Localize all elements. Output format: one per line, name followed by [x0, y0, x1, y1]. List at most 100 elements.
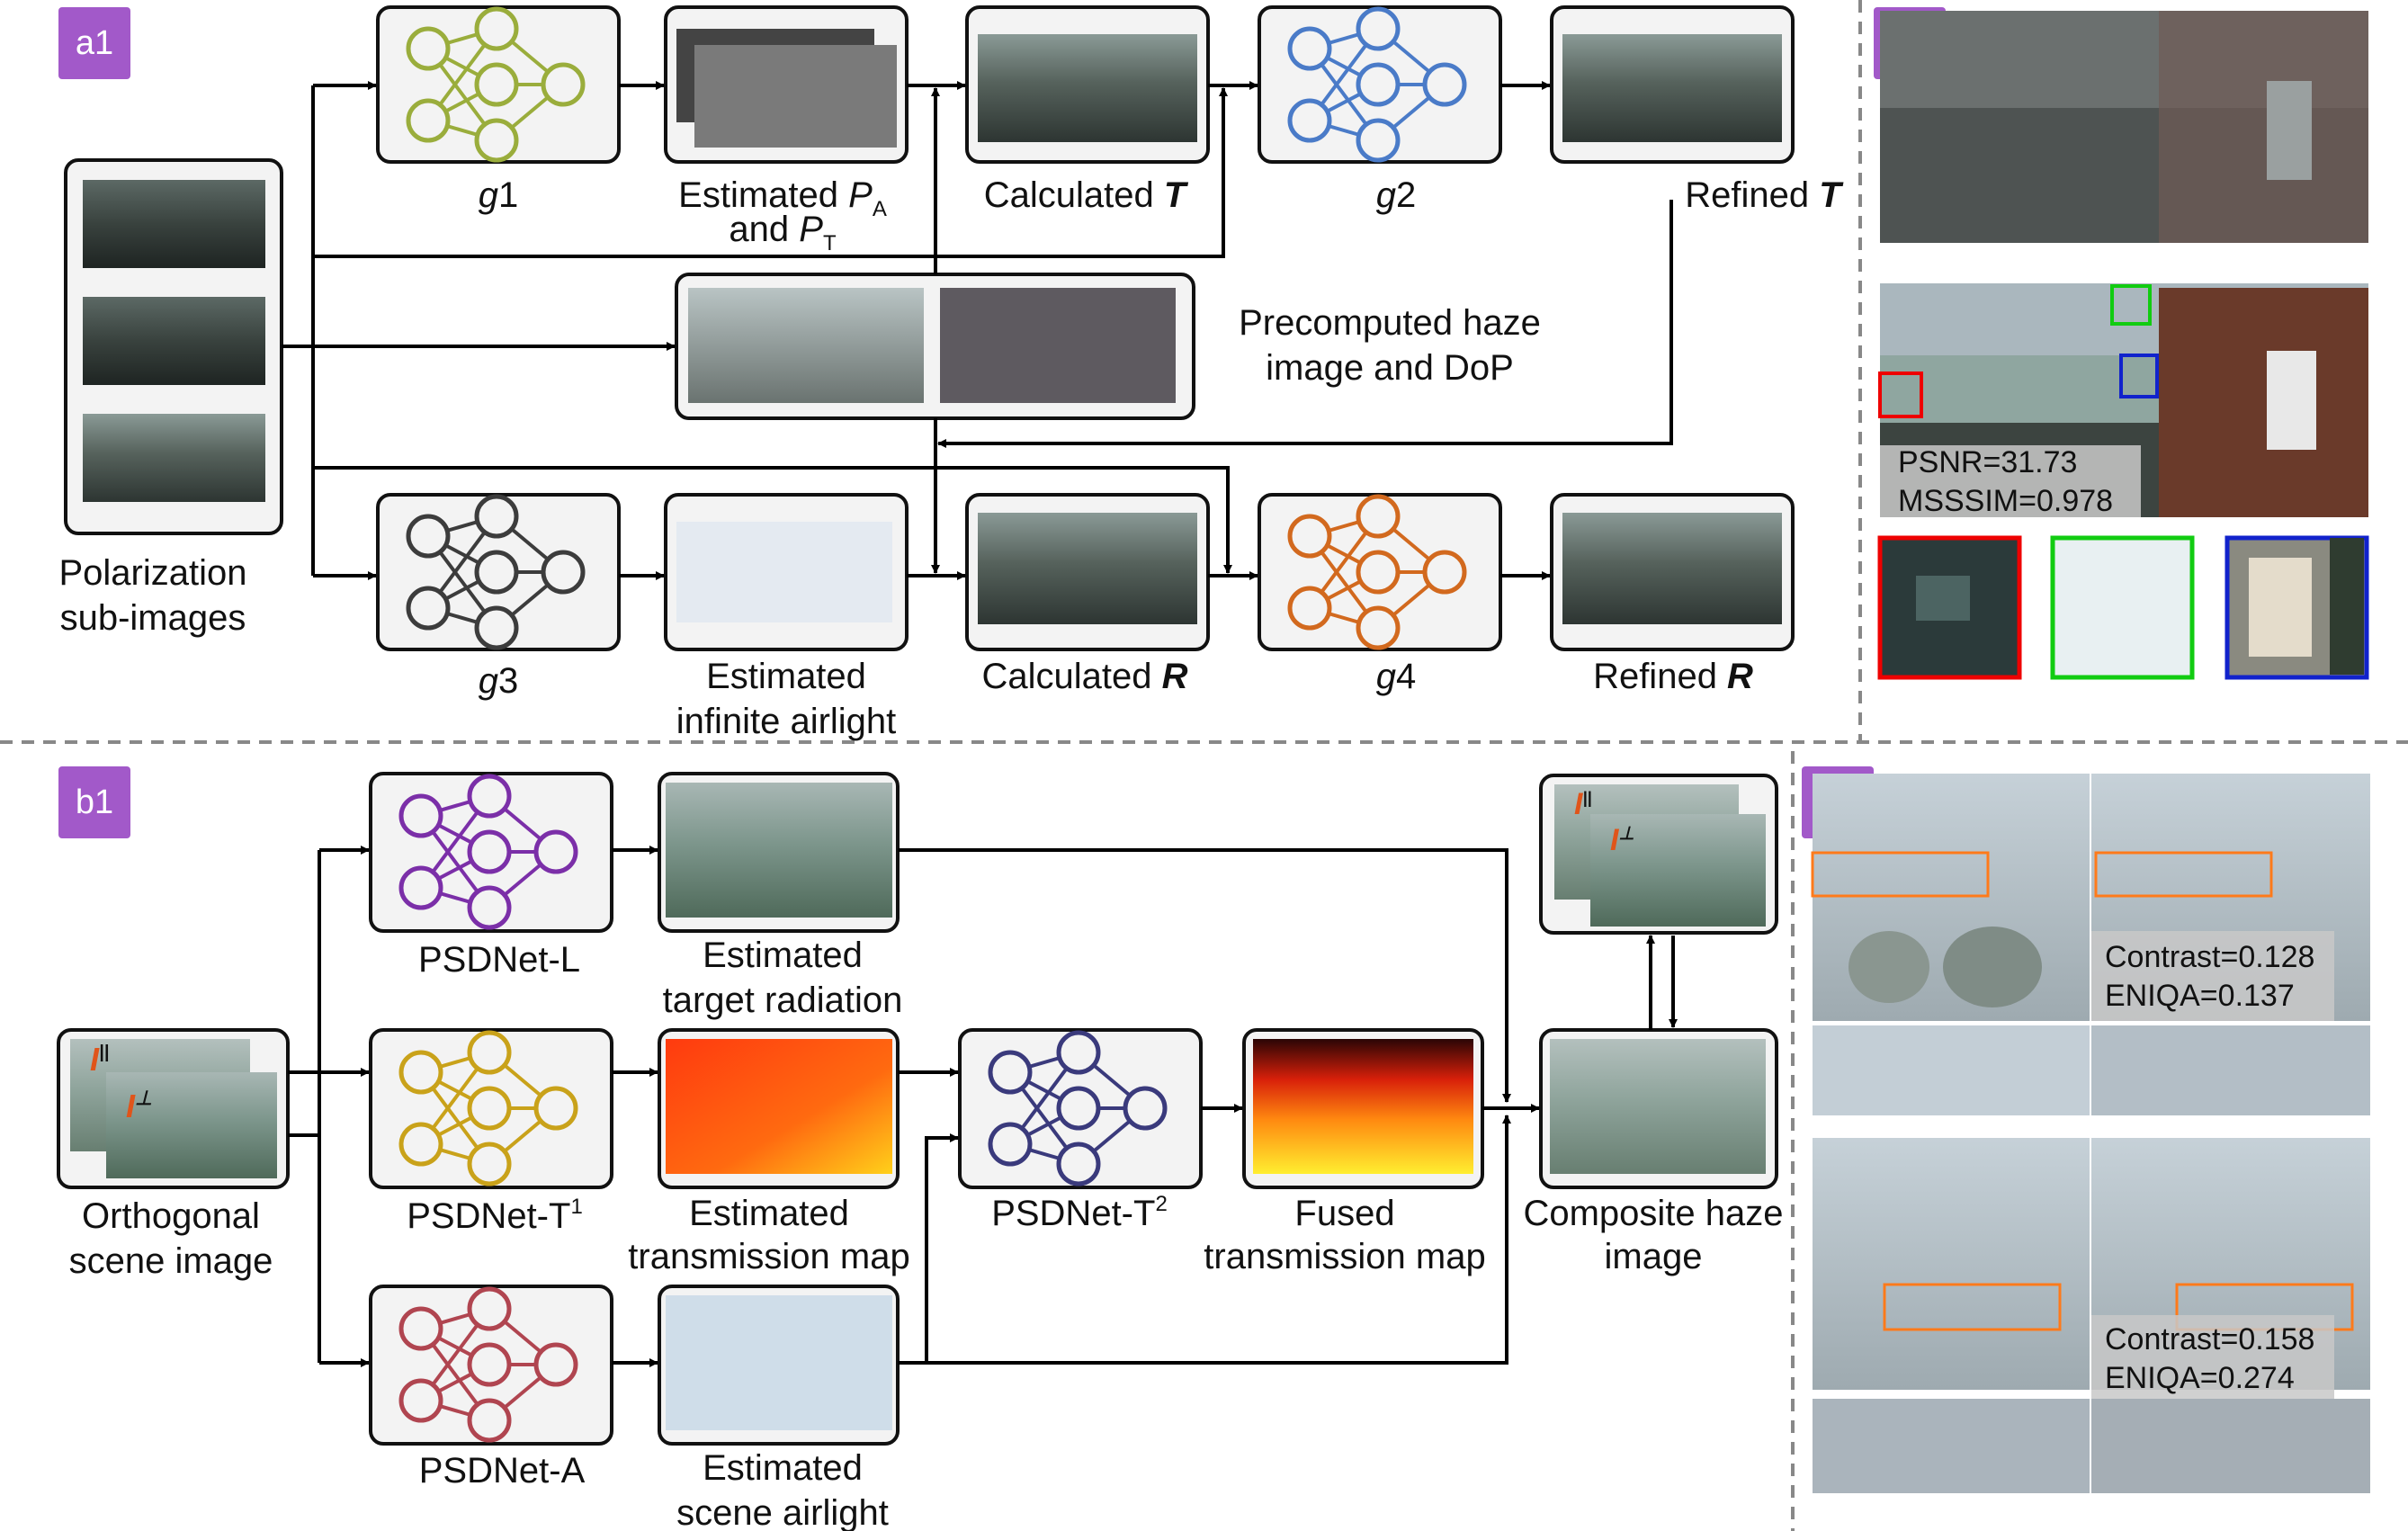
nn-node [533, 1342, 578, 1387]
nn-node [988, 1050, 1033, 1095]
refined-t-label: Refined T [1685, 175, 1844, 215]
nn-node [1422, 62, 1467, 107]
psdnet-t2-icon [988, 1030, 1168, 1186]
psdnet-l-icon [398, 774, 578, 930]
g3-network-icon [406, 494, 586, 650]
polarization-label-1: Polarization [58, 553, 246, 593]
b2-roi-1 [1811, 851, 1990, 898]
g4-label: g4 [1376, 657, 1417, 696]
nn-node [467, 1030, 512, 1075]
estimated-pt-label: and PT [729, 210, 837, 255]
b2-roi-2 [2094, 851, 2273, 898]
haze-image [688, 288, 924, 403]
nn-node [1287, 98, 1332, 143]
nn-node [1056, 1142, 1101, 1186]
nn-node [398, 1306, 443, 1351]
svg-text:a1: a1 [76, 24, 113, 62]
est-target-label-2: target radiation [663, 980, 903, 1020]
b2-crop-1b [2091, 1025, 2370, 1115]
refined-r-box [1550, 493, 1795, 651]
est-trans-label-2: transmission map [628, 1237, 909, 1276]
eniqa-2-text: ENIQA=0.274 [2105, 1361, 2295, 1395]
b2-roi-3 [1883, 1283, 2062, 1331]
nn-node [467, 829, 512, 874]
nn-node [474, 118, 519, 163]
b2-metrics-overlay-1 [2091, 931, 2334, 1021]
fused-label-2: transmission map [1204, 1237, 1485, 1276]
b2-bottom-left-image [1813, 1138, 2090, 1390]
nn-node [1356, 118, 1401, 163]
nn-node [1056, 1086, 1101, 1131]
calculated-t-label: Calculated T [984, 175, 1189, 215]
svg-text:b1: b1 [76, 783, 113, 821]
psdnet-l-box [369, 772, 613, 933]
nn-node [398, 1378, 443, 1423]
refined-r-label: Refined R [1593, 657, 1753, 696]
eniqa-1-text: ENIQA=0.137 [2105, 979, 2295, 1013]
nn-node [474, 605, 519, 650]
fused-label-1: Fused [1294, 1194, 1394, 1233]
psdnet-a-label: PSDNet-A [419, 1451, 586, 1491]
psdnet-t2-box [958, 1028, 1203, 1189]
refined-t-box [1550, 5, 1795, 164]
nn-node [467, 774, 512, 819]
est-airlight-label-2: scene airlight [676, 1493, 889, 1531]
badge-a1: a1 [58, 7, 130, 79]
est-airlight-label-1: Estimated [703, 1448, 863, 1488]
a1-connectors [282, 81, 1673, 580]
contrast-1-text: Contrast=0.128 [2105, 940, 2314, 974]
nn-node [467, 1398, 512, 1443]
g4-network-icon [1287, 494, 1467, 650]
estimated-transmission-box [658, 1028, 900, 1189]
a2-dehazed-image [1878, 283, 2368, 517]
nn-node [398, 865, 443, 910]
nn-node [467, 1286, 512, 1331]
b2-metrics-overlay-2 [2091, 1315, 2334, 1401]
nn-node [1422, 550, 1467, 595]
nn-node [398, 793, 443, 838]
psdnet-t1-label: PSDNet-T1 [407, 1195, 583, 1236]
composite-output-stack-box: I|| I⊥ [1539, 774, 1778, 935]
contrast-2-text: Contrast=0.158 [2105, 1322, 2314, 1356]
sub-image-2 [83, 297, 265, 385]
sub-image-3 [83, 414, 265, 502]
nn-node [1123, 1086, 1168, 1131]
composite-label-1: Composite haze [1523, 1194, 1783, 1233]
roi-red [1878, 372, 1923, 418]
fused-transmission-box [1242, 1028, 1484, 1189]
calculated-r-box [965, 493, 1210, 651]
a2-hazy-image [1880, 11, 2368, 243]
nn-node [467, 1142, 512, 1186]
orthogonal-input-box: I|| I⊥ [57, 1028, 290, 1189]
nn-node [467, 1342, 512, 1387]
psdnet-t1-box [369, 1028, 613, 1189]
g1-network-icon [406, 6, 586, 163]
nn-node [1356, 62, 1401, 107]
zoom-crop-blue [2224, 535, 2369, 680]
b2-crop-2b [2091, 1399, 2370, 1493]
nn-node [1287, 26, 1332, 71]
polarization-input-box [64, 158, 283, 535]
b2-top-right-image [2091, 774, 2370, 1021]
nn-node [406, 98, 451, 143]
precomputed-label-2: image and DoP [1266, 348, 1514, 388]
b2-top-left-image [1811, 774, 2090, 1021]
est-target-label-1: Estimated [703, 936, 863, 975]
g1-network-box [376, 5, 621, 164]
nn-node [467, 885, 512, 930]
nn-node [533, 829, 578, 874]
b2-crop-1a [1813, 1025, 2090, 1115]
est-infinite-label-1: Estimated [706, 657, 866, 696]
nn-node [474, 62, 519, 107]
g2-network-icon [1287, 6, 1467, 163]
nn-node [988, 1122, 1033, 1167]
roi-green [2110, 284, 2152, 326]
metrics-overlay [1880, 445, 2141, 517]
nn-node [541, 62, 586, 107]
g4-network-box [1258, 493, 1502, 651]
precomputed-label-1: Precomputed haze [1239, 303, 1541, 343]
nn-node [398, 1122, 443, 1167]
precomputed-haze-box [675, 273, 1195, 420]
i-parallel-label: I|| [90, 1041, 109, 1078]
